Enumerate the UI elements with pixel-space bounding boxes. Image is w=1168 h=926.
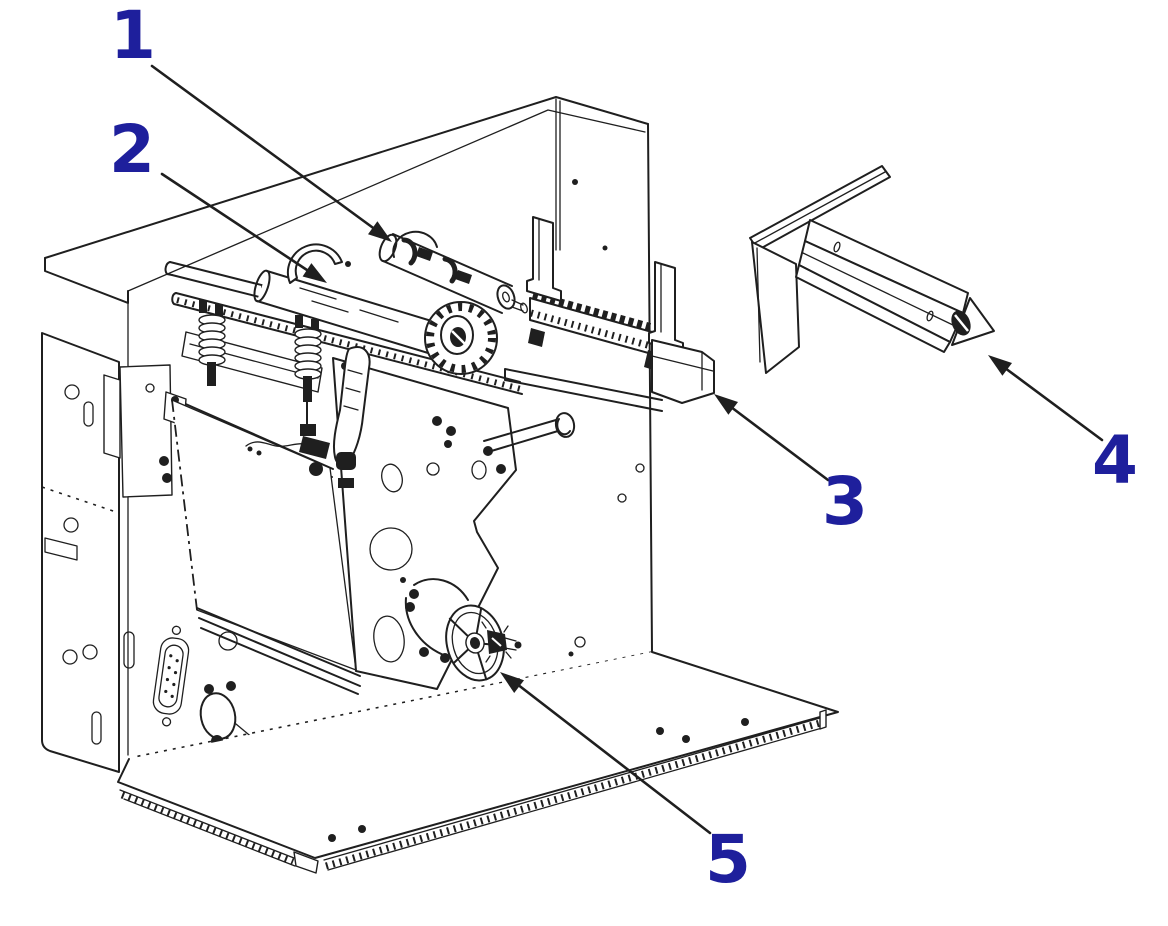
left-side-panel — [41, 332, 120, 773]
callout-3: 3 — [714, 394, 868, 540]
callout-1: 1 — [110, 0, 392, 242]
peel-assembly-part — [749, 165, 995, 374]
callout-5-label: 5 — [705, 821, 751, 898]
callout-4-label: 4 — [1092, 422, 1138, 499]
serial-port-connector — [152, 625, 190, 727]
media-guide-post-right — [648, 261, 684, 354]
media-guide-post-left — [526, 216, 562, 302]
ribbon-supply-spindle — [378, 230, 528, 314]
spindle-knob — [424, 301, 498, 375]
coil-spring-left — [198, 314, 226, 366]
printhead-spring-assembly — [181, 300, 323, 436]
media-sensor-block — [651, 339, 715, 404]
coil-spring-right — [294, 328, 322, 380]
callout-2: 2 — [109, 111, 327, 283]
wiring-harness — [245, 436, 330, 476]
rail-teeth — [531, 291, 652, 331]
media-guide-rail — [504, 216, 715, 412]
callout-1-label: 1 — [110, 0, 156, 74]
ribbon-guide-arch — [287, 243, 343, 284]
front-panel-details — [82, 364, 261, 747]
base-plate — [117, 651, 839, 874]
callout-2-label: 2 — [109, 111, 155, 188]
panel-slot — [44, 537, 78, 561]
head-lift-lever — [332, 346, 371, 488]
callout-4: 4 — [988, 355, 1138, 499]
callout-3-label: 3 — [822, 463, 868, 540]
media-hanger-wheel — [400, 577, 522, 682]
ribbon-roll-cylinder — [253, 269, 449, 357]
callout-5: 5 — [500, 672, 751, 898]
